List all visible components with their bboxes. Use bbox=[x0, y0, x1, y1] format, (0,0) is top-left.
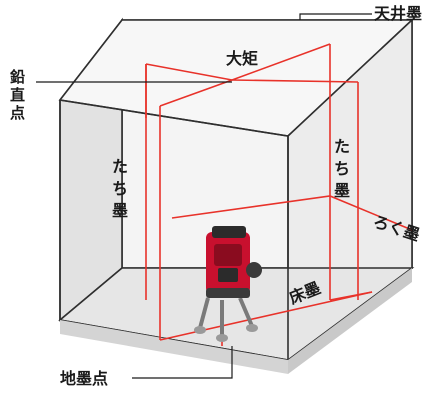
plumb-point-label-3: 点 bbox=[10, 104, 25, 122]
plumb-point-label-1: 鉛 bbox=[10, 68, 25, 86]
ground-point-label: 地墨点 bbox=[60, 369, 108, 388]
plumb-point-label-2: 直 bbox=[10, 86, 25, 104]
ceiling-leader bbox=[299, 13, 372, 20]
ceiling-laser-b bbox=[159, 79, 233, 107]
leader-lines bbox=[36, 13, 372, 379]
laser-level-device bbox=[194, 226, 262, 342]
vertical-back-label-3: 墨 bbox=[334, 181, 350, 200]
vertical-left-label-2: ち bbox=[112, 179, 128, 198]
vertical-left-label-3: 墨 bbox=[112, 201, 128, 220]
floor-laser-z bbox=[329, 291, 373, 301]
floor-slab-side bbox=[288, 268, 412, 374]
right-angle-label: 大矩 bbox=[226, 49, 258, 68]
ground-leader bbox=[132, 346, 233, 379]
vertical-back-label-1: た bbox=[334, 137, 350, 156]
floor-slab bbox=[60, 320, 288, 374]
ceiling-laser-a bbox=[231, 43, 331, 81]
horizontal-laser bbox=[171, 195, 413, 231]
ceiling-label: 天井墨 bbox=[374, 4, 422, 23]
vertical-left-label-1: た bbox=[112, 157, 128, 176]
front-top-edge bbox=[59, 99, 289, 137]
vertical-back-label-2: ち bbox=[334, 159, 350, 178]
